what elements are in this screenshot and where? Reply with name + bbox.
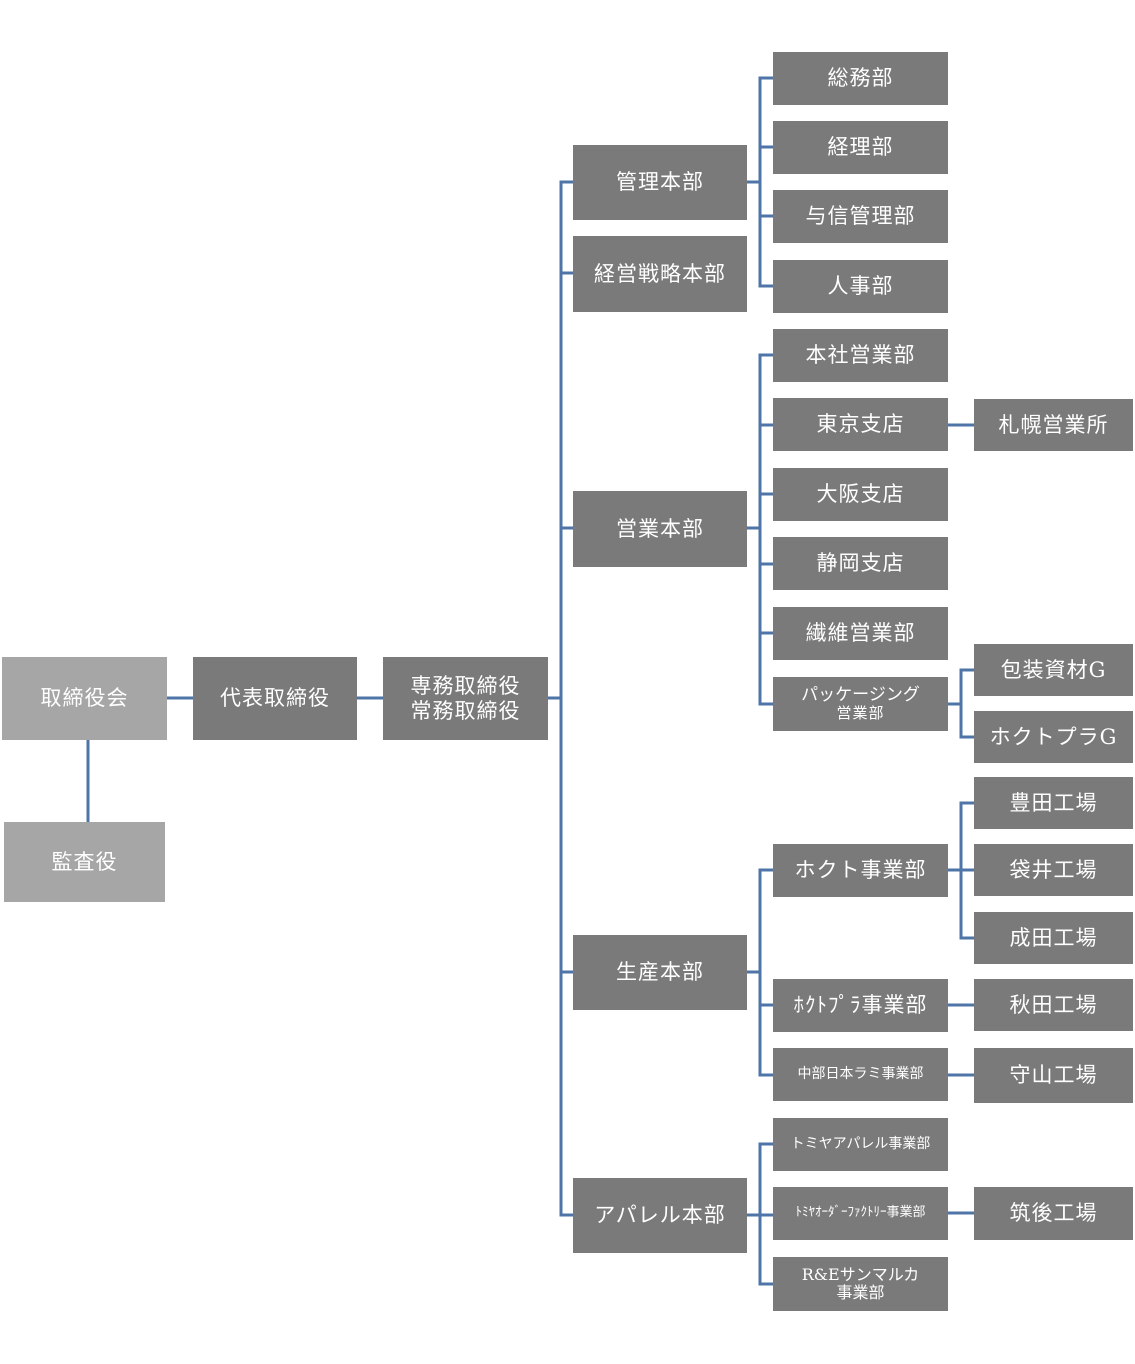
connector-sales-bracket [758, 353, 773, 706]
node-chikugo-plant: 筑後工場 [974, 1187, 1133, 1240]
node-hr: 人事部 [773, 260, 948, 313]
node-apparel-hq: アパレル本部 [573, 1178, 747, 1253]
connector-packaging-bracket [959, 668, 974, 739]
node-auditor: 監査役 [4, 822, 165, 902]
node-tokyo-branch: 東京支店 [773, 398, 948, 451]
node-re-sanmaruka: R&Eサンマルカ 事業部 [773, 1257, 948, 1311]
node-production-hq: 生産本部 [573, 935, 747, 1010]
node-chubu-nihon-rami: 中部日本ラミ事業部 [773, 1048, 948, 1101]
node-osaka-branch: 大阪支店 [773, 468, 948, 521]
node-hokuto-pla-division: ﾎｸﾄﾌﾟﾗ事業部 [773, 979, 948, 1032]
node-narita-plant: 成田工場 [974, 912, 1133, 964]
node-toyota-plant: 豊田工場 [974, 777, 1133, 829]
node-head-office-sales: 本社営業部 [773, 329, 948, 382]
node-credit-mgmt: 与信管理部 [773, 190, 948, 243]
node-sales-hq: 営業本部 [573, 491, 747, 567]
node-moriyama-plant: 守山工場 [974, 1048, 1133, 1103]
node-accounting: 経理部 [773, 121, 948, 174]
node-packaging-sales: パッケージング 営業部 [773, 677, 948, 731]
node-strategy-hq: 経営戦略本部 [573, 236, 747, 312]
node-board: 取締役会 [2, 657, 167, 740]
node-hokuto-pla-g: ホクトプラG [974, 711, 1133, 763]
connector-main-trunk [559, 180, 573, 1217]
node-tomiya-apparel: トミヤアパレル事業部 [773, 1118, 948, 1171]
node-senior-director: 専務取締役 常務取締役 [383, 657, 548, 740]
node-tomiya-order-factory: ﾄﾐﾔｵｰﾀﾞｰﾌｧｸﾄﾘｰ事業部 [773, 1187, 948, 1240]
node-sapporo-office: 札幌営業所 [974, 399, 1133, 451]
node-textile-sales: 繊維営業部 [773, 607, 948, 660]
connector-admin-bracket [758, 76, 773, 288]
connector-production-bracket [758, 868, 773, 1077]
node-akita-plant: 秋田工場 [974, 979, 1133, 1031]
node-packaging-materials-g: 包装資材G [974, 644, 1133, 696]
node-general-affairs: 総務部 [773, 52, 948, 105]
node-admin-hq: 管理本部 [573, 145, 747, 220]
node-fukuroi-plant: 袋井工場 [974, 844, 1133, 896]
node-shizuoka-branch: 静岡支店 [773, 537, 948, 590]
node-hokuto-division: ホクト事業部 [773, 844, 948, 897]
node-president: 代表取締役 [193, 657, 357, 740]
